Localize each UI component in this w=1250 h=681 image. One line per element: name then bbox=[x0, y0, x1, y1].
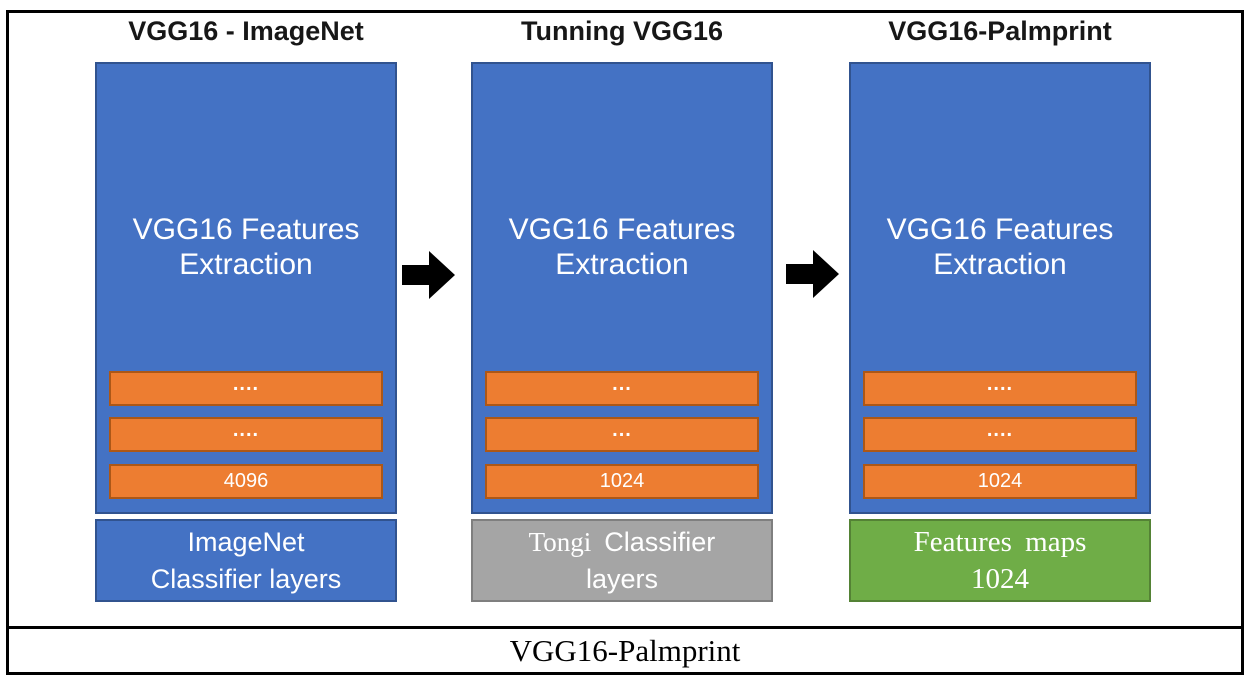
classifier-line-2: layers bbox=[585, 563, 659, 594]
fc-layer-bar: .... bbox=[863, 417, 1137, 452]
flow-arrow-right-icon bbox=[786, 250, 839, 298]
feature-extraction-box: VGG16 Features Extraction .... .... 1024 bbox=[849, 62, 1151, 514]
column-vgg16-palmprint: VGG16-Palmprint VGG16 Features Extractio… bbox=[849, 0, 1151, 620]
label-line-2: Extraction bbox=[555, 248, 689, 281]
fc-layer-bar: ... bbox=[485, 371, 759, 406]
label-line-1: VGG16 Features bbox=[886, 213, 1114, 246]
imagenet-classifier-box: ImageNet Classifier layers bbox=[95, 519, 397, 602]
features-maps-box: Features maps 1024 bbox=[849, 519, 1151, 602]
feature-extraction-box: VGG16 Features Extraction ... ... 1024 bbox=[471, 62, 773, 514]
feature-extraction-label: VGG16 Features Extraction bbox=[97, 212, 395, 282]
label-line-1: VGG16 Features bbox=[508, 213, 736, 246]
fc-layer-bar: .... bbox=[863, 371, 1137, 406]
bar-label: ... bbox=[612, 373, 632, 395]
fc-layer-bar: 1024 bbox=[485, 464, 759, 499]
bar-label: 1024 bbox=[599, 470, 645, 492]
classifier-line-1: ImageNet bbox=[187, 526, 305, 557]
column-vgg16-imagenet: VGG16 - ImageNet VGG16 Features Extracti… bbox=[95, 0, 397, 620]
caption-divider-line bbox=[6, 626, 1244, 629]
label-line-2: Extraction bbox=[179, 248, 313, 281]
fc-layer-bar: .... bbox=[109, 417, 383, 452]
flow-arrow-right-icon bbox=[402, 251, 455, 299]
classifier-line-1: Tongi Classifier bbox=[529, 524, 716, 561]
feature-extraction-label: VGG16 Features Extraction bbox=[851, 212, 1149, 282]
classifier-line-2: Classifier layers bbox=[150, 563, 342, 594]
tongi-classifier-box: Tongi Classifier layers bbox=[471, 519, 773, 602]
classifier-word: Classifier bbox=[604, 526, 716, 557]
features-maps-line-2: 1024 bbox=[971, 562, 1029, 595]
feature-extraction-box: VGG16 Features Extraction .... .... 4096 bbox=[95, 62, 397, 514]
column-title: Tunning VGG16 bbox=[521, 16, 723, 46]
bar-label: .... bbox=[986, 373, 1014, 395]
bar-label: .... bbox=[232, 373, 260, 395]
bar-label: ... bbox=[612, 419, 632, 441]
fc-layer-bar: 4096 bbox=[109, 464, 383, 499]
fc-layer-bar: 1024 bbox=[863, 464, 1137, 499]
bar-label: 4096 bbox=[223, 470, 269, 492]
feature-extraction-label: VGG16 Features Extraction bbox=[473, 212, 771, 282]
figure-caption: VGG16-Palmprint bbox=[509, 633, 741, 668]
label-line-1: VGG16 Features bbox=[132, 213, 360, 246]
fc-layer-bar: .... bbox=[109, 371, 383, 406]
figure-border bbox=[6, 10, 1244, 675]
bar-label: .... bbox=[986, 419, 1014, 441]
column-title: VGG16-Palmprint bbox=[888, 16, 1112, 46]
column-tunning-vgg16: Tunning VGG16 VGG16 Features Extraction … bbox=[471, 0, 773, 620]
features-maps-line-1: Features maps bbox=[913, 525, 1087, 558]
label-line-2: Extraction bbox=[933, 248, 1067, 281]
column-title: VGG16 - ImageNet bbox=[128, 16, 364, 46]
classifier-word-serif: Tongi bbox=[528, 526, 592, 557]
fc-layer-bar: ... bbox=[485, 417, 759, 452]
bar-label: .... bbox=[232, 419, 260, 441]
bar-label: 1024 bbox=[977, 470, 1023, 492]
